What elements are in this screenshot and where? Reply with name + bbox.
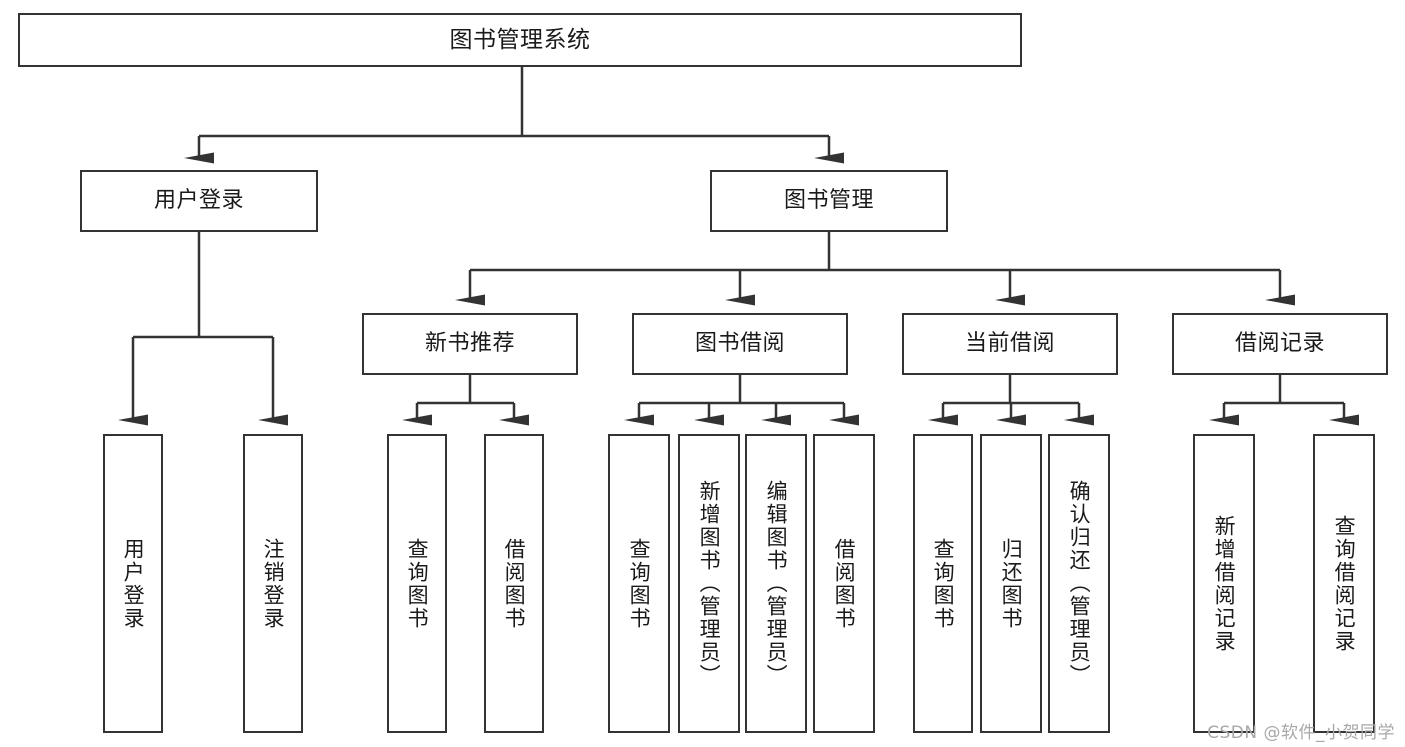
node-leaf-return-book[interactable]: 归还图书 xyxy=(980,434,1042,733)
node-leaf-borrow-book[interactable]: 借阅图书 xyxy=(813,434,875,733)
node-new-book-recommend[interactable]: 新书推荐 xyxy=(362,313,578,375)
node-leaf-user-login[interactable]: 用户登录 xyxy=(103,434,163,733)
node-new-book-recommend-label: 新书推荐 xyxy=(424,331,515,357)
csdn-watermark: CSDN @软件_小贺同学 xyxy=(1207,723,1395,743)
node-leaf-query-book-current[interactable]: 查询图书 xyxy=(913,434,973,733)
node-leaf-add-book[interactable]: 新增图书（管理员） xyxy=(678,434,740,733)
node-leaf-add-record[interactable]: 新增借阅记录 xyxy=(1193,434,1255,733)
node-current-borrow-label: 当前借阅 xyxy=(964,331,1055,357)
node-book-borrow-label: 图书借阅 xyxy=(694,331,785,357)
node-current-borrow[interactable]: 当前借阅 xyxy=(902,313,1118,375)
node-leaf-user-login-label: 用户登录 xyxy=(121,537,146,630)
node-leaf-query-book-borrow-label: 查询图书 xyxy=(627,537,652,630)
node-leaf-query-record-label: 查询借阅记录 xyxy=(1332,514,1357,653)
node-leaf-borrow-book-recommend[interactable]: 借阅图书 xyxy=(484,434,544,733)
node-leaf-query-book-current-label: 查询图书 xyxy=(931,537,956,630)
node-book-borrow[interactable]: 图书借阅 xyxy=(632,313,848,375)
node-leaf-borrow-book-label: 借阅图书 xyxy=(832,537,857,630)
node-leaf-edit-book-label: 编辑图书（管理员） xyxy=(764,480,789,687)
node-leaf-confirm-return-label: 确认归还（管理员） xyxy=(1067,480,1092,687)
node-leaf-logout-label: 注销登录 xyxy=(261,537,286,630)
node-book-management[interactable]: 图书管理 xyxy=(710,170,948,232)
node-leaf-borrow-book-recommend-label: 借阅图书 xyxy=(502,537,527,630)
node-leaf-return-book-label: 归还图书 xyxy=(999,537,1024,630)
node-leaf-edit-book[interactable]: 编辑图书（管理员） xyxy=(745,434,807,733)
node-leaf-query-book-recommend-label: 查询图书 xyxy=(405,537,430,630)
node-user-login[interactable]: 用户登录 xyxy=(80,170,318,232)
node-leaf-confirm-return[interactable]: 确认归还（管理员） xyxy=(1048,434,1110,733)
node-leaf-query-book-borrow[interactable]: 查询图书 xyxy=(608,434,670,733)
node-leaf-add-record-label: 新增借阅记录 xyxy=(1212,514,1237,653)
node-borrow-record-label: 借阅记录 xyxy=(1234,331,1325,357)
node-borrow-record[interactable]: 借阅记录 xyxy=(1172,313,1388,375)
node-root-label: 图书管理系统 xyxy=(449,26,591,53)
node-leaf-add-book-label: 新增图书（管理员） xyxy=(697,480,722,687)
node-leaf-logout[interactable]: 注销登录 xyxy=(243,434,303,733)
node-leaf-query-book-recommend[interactable]: 查询图书 xyxy=(387,434,447,733)
node-user-login-label: 用户登录 xyxy=(153,188,244,214)
node-root[interactable]: 图书管理系统 xyxy=(18,13,1022,67)
node-book-management-label: 图书管理 xyxy=(783,188,874,214)
node-leaf-query-record[interactable]: 查询借阅记录 xyxy=(1313,434,1375,733)
